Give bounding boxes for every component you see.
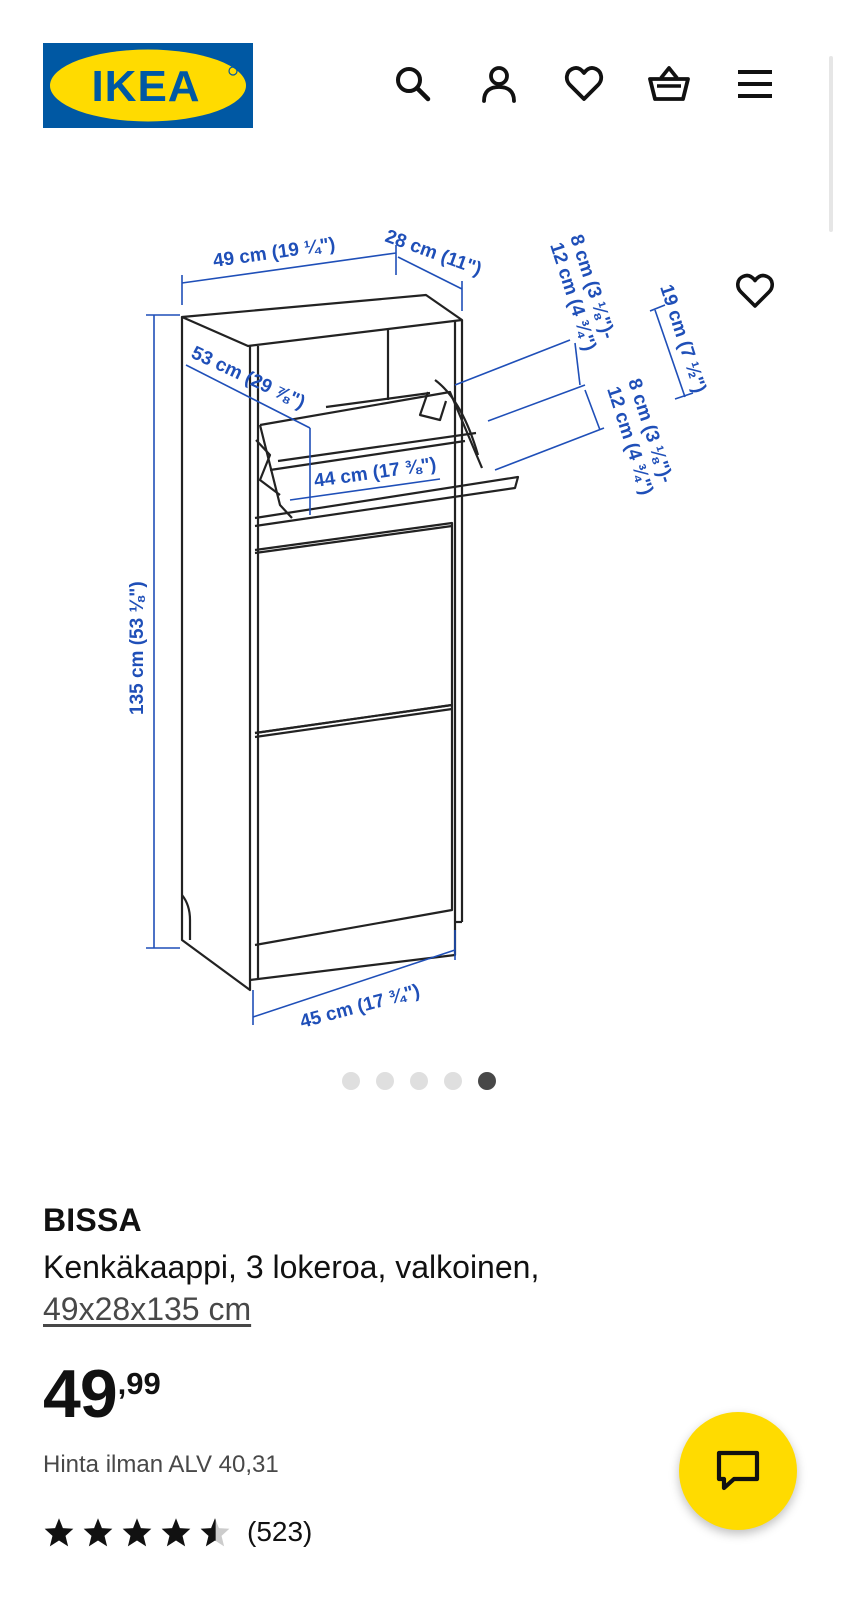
favourites-icon[interactable] bbox=[562, 62, 606, 106]
price-decimal: ,99 bbox=[117, 1366, 161, 1401]
dim-width-top: 49 cm (19 ¼") bbox=[212, 234, 337, 272]
chat-icon bbox=[716, 1450, 760, 1491]
product-description: Kenkäkaappi, 3 lokeroa, valkoinen, bbox=[43, 1249, 540, 1285]
star-icon bbox=[161, 1518, 191, 1547]
account-icon[interactable] bbox=[477, 62, 521, 106]
product-price: 49 ,99 bbox=[43, 1358, 161, 1430]
product-dimension-image: 49 cm (19 ¼") 28 cm (11") 53 cm (29 ⅞") … bbox=[110, 215, 750, 1055]
dim-compartment-height: 19 cm (7 ½") bbox=[655, 282, 710, 395]
carousel-dot[interactable] bbox=[342, 1072, 360, 1090]
half-star-icon bbox=[200, 1518, 230, 1547]
search-icon[interactable] bbox=[391, 62, 435, 106]
add-to-favourites-icon[interactable] bbox=[732, 268, 778, 314]
review-count[interactable]: (523) bbox=[247, 1516, 313, 1547]
price-without-vat: Hinta ilman ALV 40,31 bbox=[43, 1451, 279, 1478]
menu-icon[interactable] bbox=[733, 62, 777, 106]
dim-inner-width: 44 cm (17 ⅜") bbox=[313, 454, 438, 492]
image-carousel-dots bbox=[342, 1072, 496, 1090]
product-name: BISSA bbox=[43, 1202, 142, 1238]
dim-width-bottom: 45 cm (17 ¾") bbox=[298, 981, 422, 1033]
dim-depth-top: 28 cm (11") bbox=[382, 226, 484, 280]
star-icon bbox=[83, 1518, 113, 1547]
ikea-logo[interactable]: IKEA bbox=[43, 43, 253, 128]
page-scrollbar[interactable] bbox=[829, 56, 833, 232]
product-rating[interactable]: (523) bbox=[43, 1516, 312, 1548]
price-integer: 49 bbox=[43, 1356, 118, 1432]
carousel-dot[interactable] bbox=[376, 1072, 394, 1090]
star-icon bbox=[122, 1518, 152, 1547]
dim-door-open: 53 cm (29 ⅞") bbox=[188, 342, 308, 413]
product-size-link[interactable]: 49x28x135 cm bbox=[43, 1291, 252, 1327]
rating-stars bbox=[43, 1517, 231, 1547]
logo-text: IKEA bbox=[91, 62, 200, 111]
carousel-dot[interactable] bbox=[410, 1072, 428, 1090]
star-icon bbox=[44, 1518, 74, 1547]
cart-icon[interactable] bbox=[647, 62, 691, 106]
chat-button[interactable] bbox=[679, 1412, 797, 1530]
dim-height: 135 cm (53 ⅛") bbox=[127, 581, 148, 715]
carousel-dot[interactable] bbox=[444, 1072, 462, 1090]
carousel-dot-active[interactable] bbox=[478, 1072, 496, 1090]
